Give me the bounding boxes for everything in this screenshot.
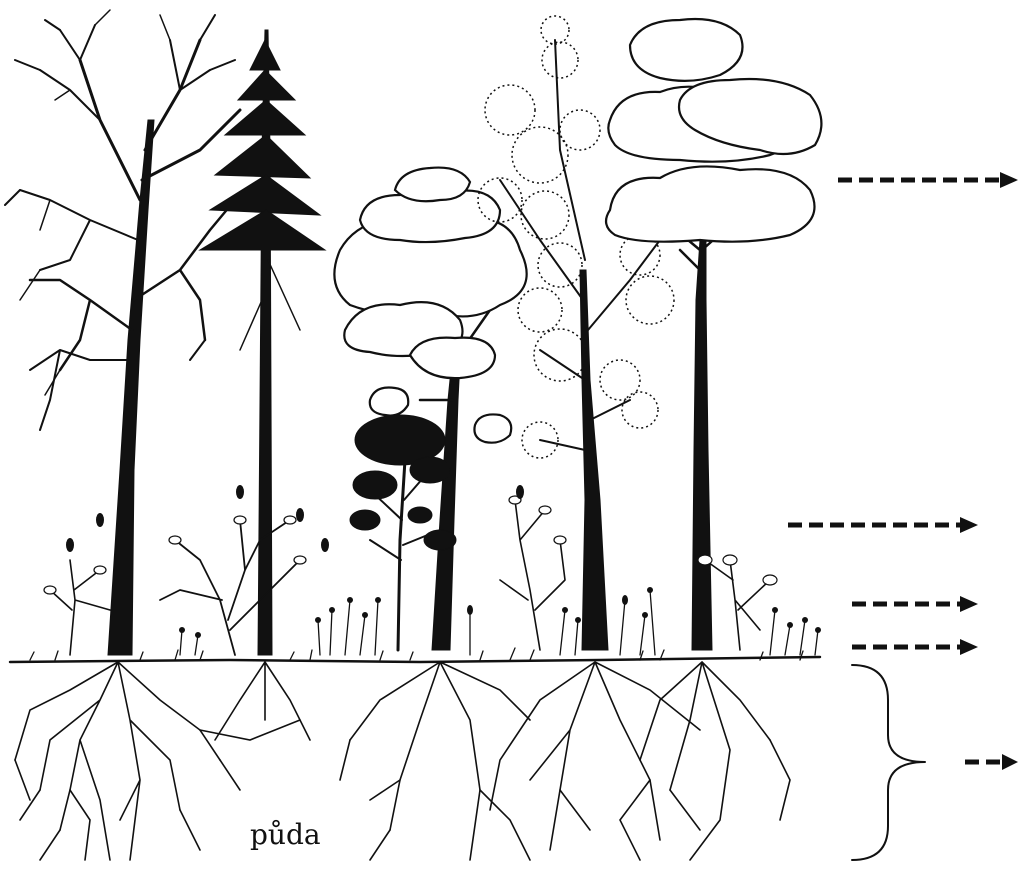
cloud-crown-tree-right (606, 19, 821, 650)
root-layer (15, 662, 790, 860)
herb-layer (179, 587, 821, 655)
arrow-moss-layer (852, 639, 978, 655)
bare-deciduous-tree (5, 10, 255, 655)
arrow-tree-layer (838, 172, 1018, 188)
layer-arrows (788, 172, 1018, 770)
arrow-root-layer (965, 754, 1018, 770)
arrow-herb-layer (852, 596, 978, 612)
arrow-shrub-layer (788, 517, 978, 533)
root-layer-brace (852, 665, 925, 860)
cloud-crown-tree-middle (334, 168, 526, 650)
soil-label: půda (250, 818, 321, 851)
